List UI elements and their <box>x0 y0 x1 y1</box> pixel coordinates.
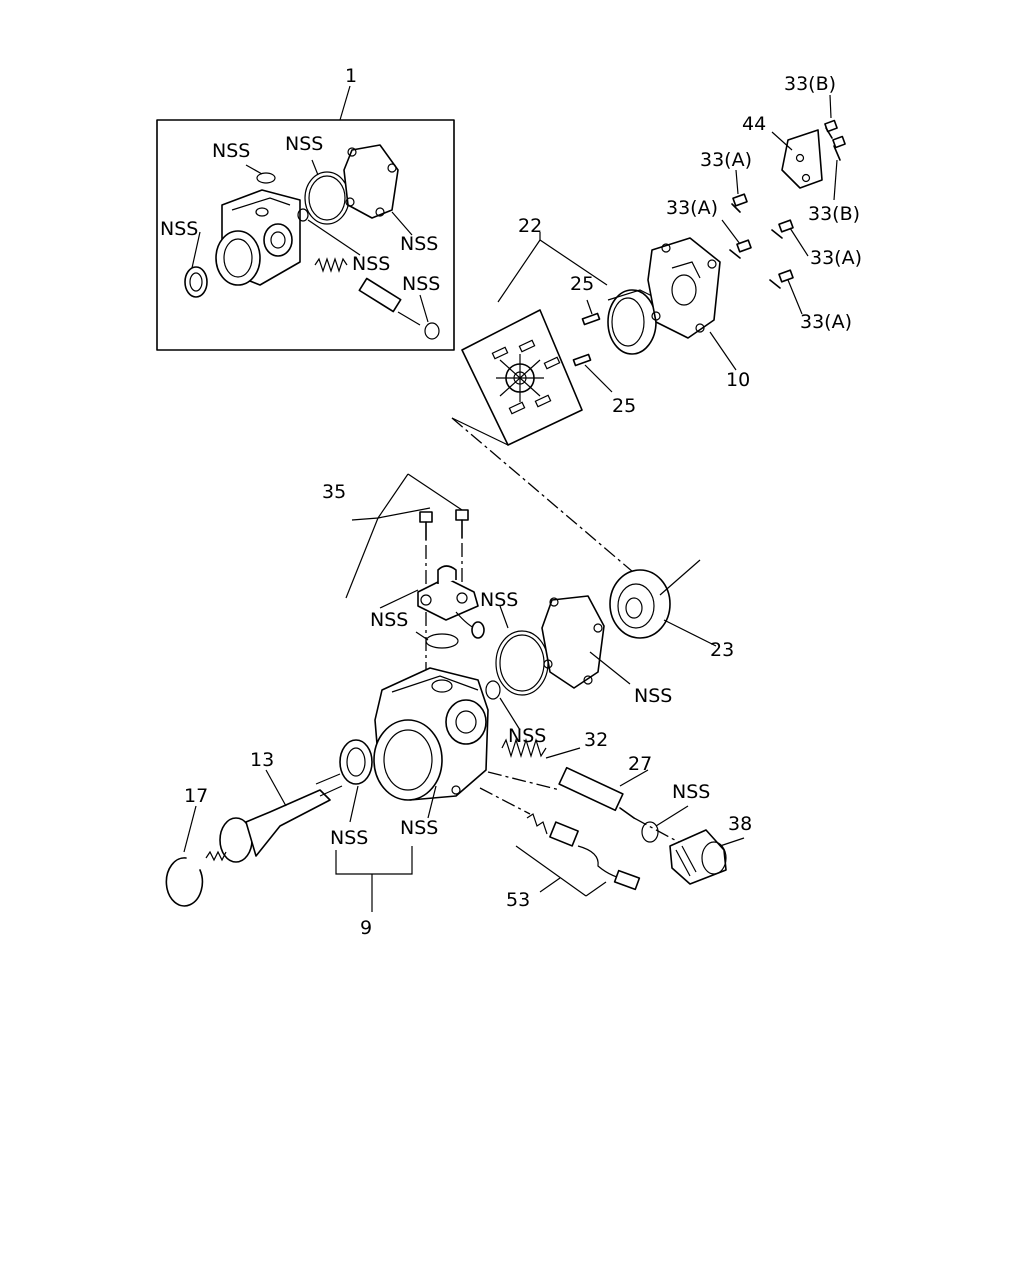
callout-labels: 1 22 25 25 10 44 33(B) 33(B) 33(A) 33(A)… <box>160 65 862 939</box>
callout-1: 1 <box>345 65 357 87</box>
nss-main-1: NSS <box>480 589 518 611</box>
nss-inset-2: NSS <box>285 133 323 155</box>
pump-housing <box>373 667 489 801</box>
inset-gasket <box>343 144 399 219</box>
callout-33b-lower: 33(B) <box>808 203 860 225</box>
callout-25-upper: 25 <box>570 273 594 295</box>
rotor-group <box>451 232 737 596</box>
callout-9: 9 <box>360 917 372 939</box>
bolt-33b-lower <box>832 135 846 161</box>
rotor <box>491 339 561 415</box>
union-fitting <box>669 829 727 885</box>
inset-o-ring-end <box>424 322 440 340</box>
nss-inset-6: NSS <box>402 273 440 295</box>
nss-inset-1: NSS <box>212 140 250 162</box>
callout-44: 44 <box>742 113 766 135</box>
callout-13: 13 <box>250 749 274 771</box>
union-end-o-ring <box>641 821 659 843</box>
pump-cover <box>609 569 671 639</box>
nss-main-7: NSS <box>330 827 368 849</box>
callout-10: 10 <box>726 369 750 391</box>
large-seal-ring <box>495 630 549 696</box>
shaft-seal <box>339 739 373 785</box>
inset-relief-valve <box>358 277 402 313</box>
housing-o-ring <box>485 680 501 700</box>
bolts-and-bracket <box>721 94 846 315</box>
callout-27: 27 <box>628 753 652 775</box>
pressure-switch <box>526 813 641 891</box>
callout-35: 35 <box>322 481 346 503</box>
bolt-33a-4 <box>769 269 794 289</box>
drive-shaft <box>205 773 343 863</box>
callout-23: 23 <box>710 639 734 661</box>
bolt-35-left <box>419 511 433 541</box>
side-plate <box>647 237 721 339</box>
cover-gasket <box>541 595 605 689</box>
pin-lower <box>572 353 592 367</box>
callout-33a-1: 33(A) <box>700 149 752 171</box>
bracket <box>781 129 823 189</box>
callout-33a-2: 33(A) <box>666 197 718 219</box>
callout-17: 17 <box>184 785 208 807</box>
inset-o-ring-mid <box>297 208 309 222</box>
nss-main-4: NSS <box>508 725 546 747</box>
flow-control-valve <box>558 766 635 819</box>
pin-upper <box>581 312 601 326</box>
inset-pump-housing <box>215 189 301 286</box>
relief-spring <box>501 737 547 759</box>
bolt-33a-1 <box>731 193 748 213</box>
callout-32: 32 <box>584 729 608 751</box>
bolt-33a-3 <box>771 219 794 239</box>
nss-main-5: NSS <box>672 781 710 803</box>
bolt-35-right <box>455 509 469 539</box>
callout-33a-3: 33(A) <box>810 247 862 269</box>
callout-33a-4: 33(A) <box>800 311 852 333</box>
inset-o-ring-top <box>256 172 276 184</box>
nss-inset-4: NSS <box>400 233 438 255</box>
inset-large-ring <box>304 171 350 225</box>
nss-main-3: NSS <box>634 685 672 707</box>
outlet-union <box>417 565 485 639</box>
nss-inset-5: NSS <box>352 253 390 275</box>
callout-53: 53 <box>506 889 530 911</box>
inset-assembly-box <box>156 85 455 351</box>
nss-main-2: NSS <box>370 609 408 631</box>
main-assembly <box>165 473 745 912</box>
nss-main-6: NSS <box>400 817 438 839</box>
callout-38: 38 <box>728 813 752 835</box>
callout-22: 22 <box>518 215 542 237</box>
nss-inset-3: NSS <box>160 218 198 240</box>
bolt-33b-upper <box>824 119 838 139</box>
callout-25-lower: 25 <box>612 395 636 417</box>
callout-33b-upper: 33(B) <box>784 73 836 95</box>
bolt-33a-2 <box>729 239 752 259</box>
inset-seal <box>184 266 208 298</box>
snap-ring <box>165 857 204 907</box>
inset-spring <box>314 257 348 273</box>
union-o-ring <box>425 633 459 649</box>
